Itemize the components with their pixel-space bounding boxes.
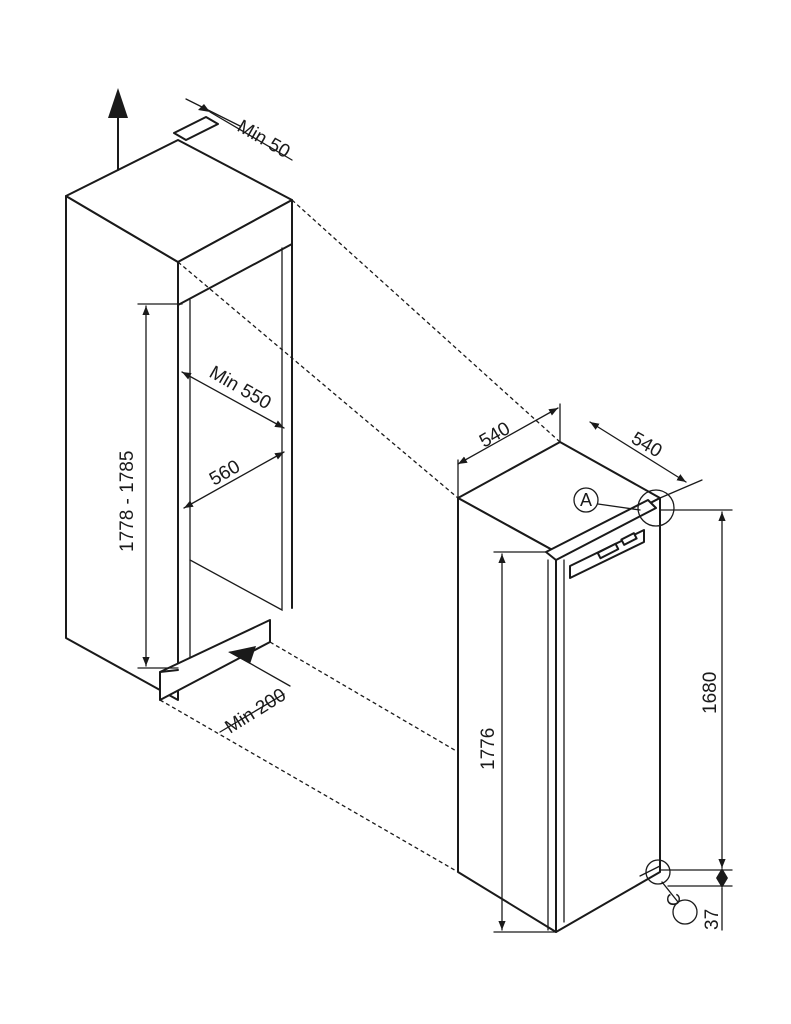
label-min-200: Min 200 [222,685,290,739]
label-540-a: 540 [476,418,514,452]
detail-marker-c: C [645,859,698,925]
marker-a-label: A [580,490,592,510]
projection-lines [159,199,561,873]
dimension-1680: 1680 [659,509,733,871]
dimension-1778-1785: 1778 - 1785 [117,303,183,669]
detail-marker-a: A [573,487,675,527]
dimension-560: 560 [183,451,285,509]
dimension-min-550: Min 550 [181,362,285,429]
marker-c-label: C [664,893,684,906]
label-min-550: Min 550 [206,362,275,414]
label-min-50: Min 50 [234,116,294,163]
vent-up-arrow-icon [108,88,128,171]
label-540-b: 540 [628,428,666,462]
label-1680: 1680 [700,672,721,714]
dimension-37: 37 [667,868,733,931]
label-1776: 1776 [478,728,499,770]
cabinet-niche [65,116,293,701]
dimension-1776: 1776 [478,551,557,933]
label-1778-1785: 1778 - 1785 [117,451,138,552]
appliance [457,441,661,933]
label-37: 37 [702,909,723,930]
label-560: 560 [206,456,244,490]
